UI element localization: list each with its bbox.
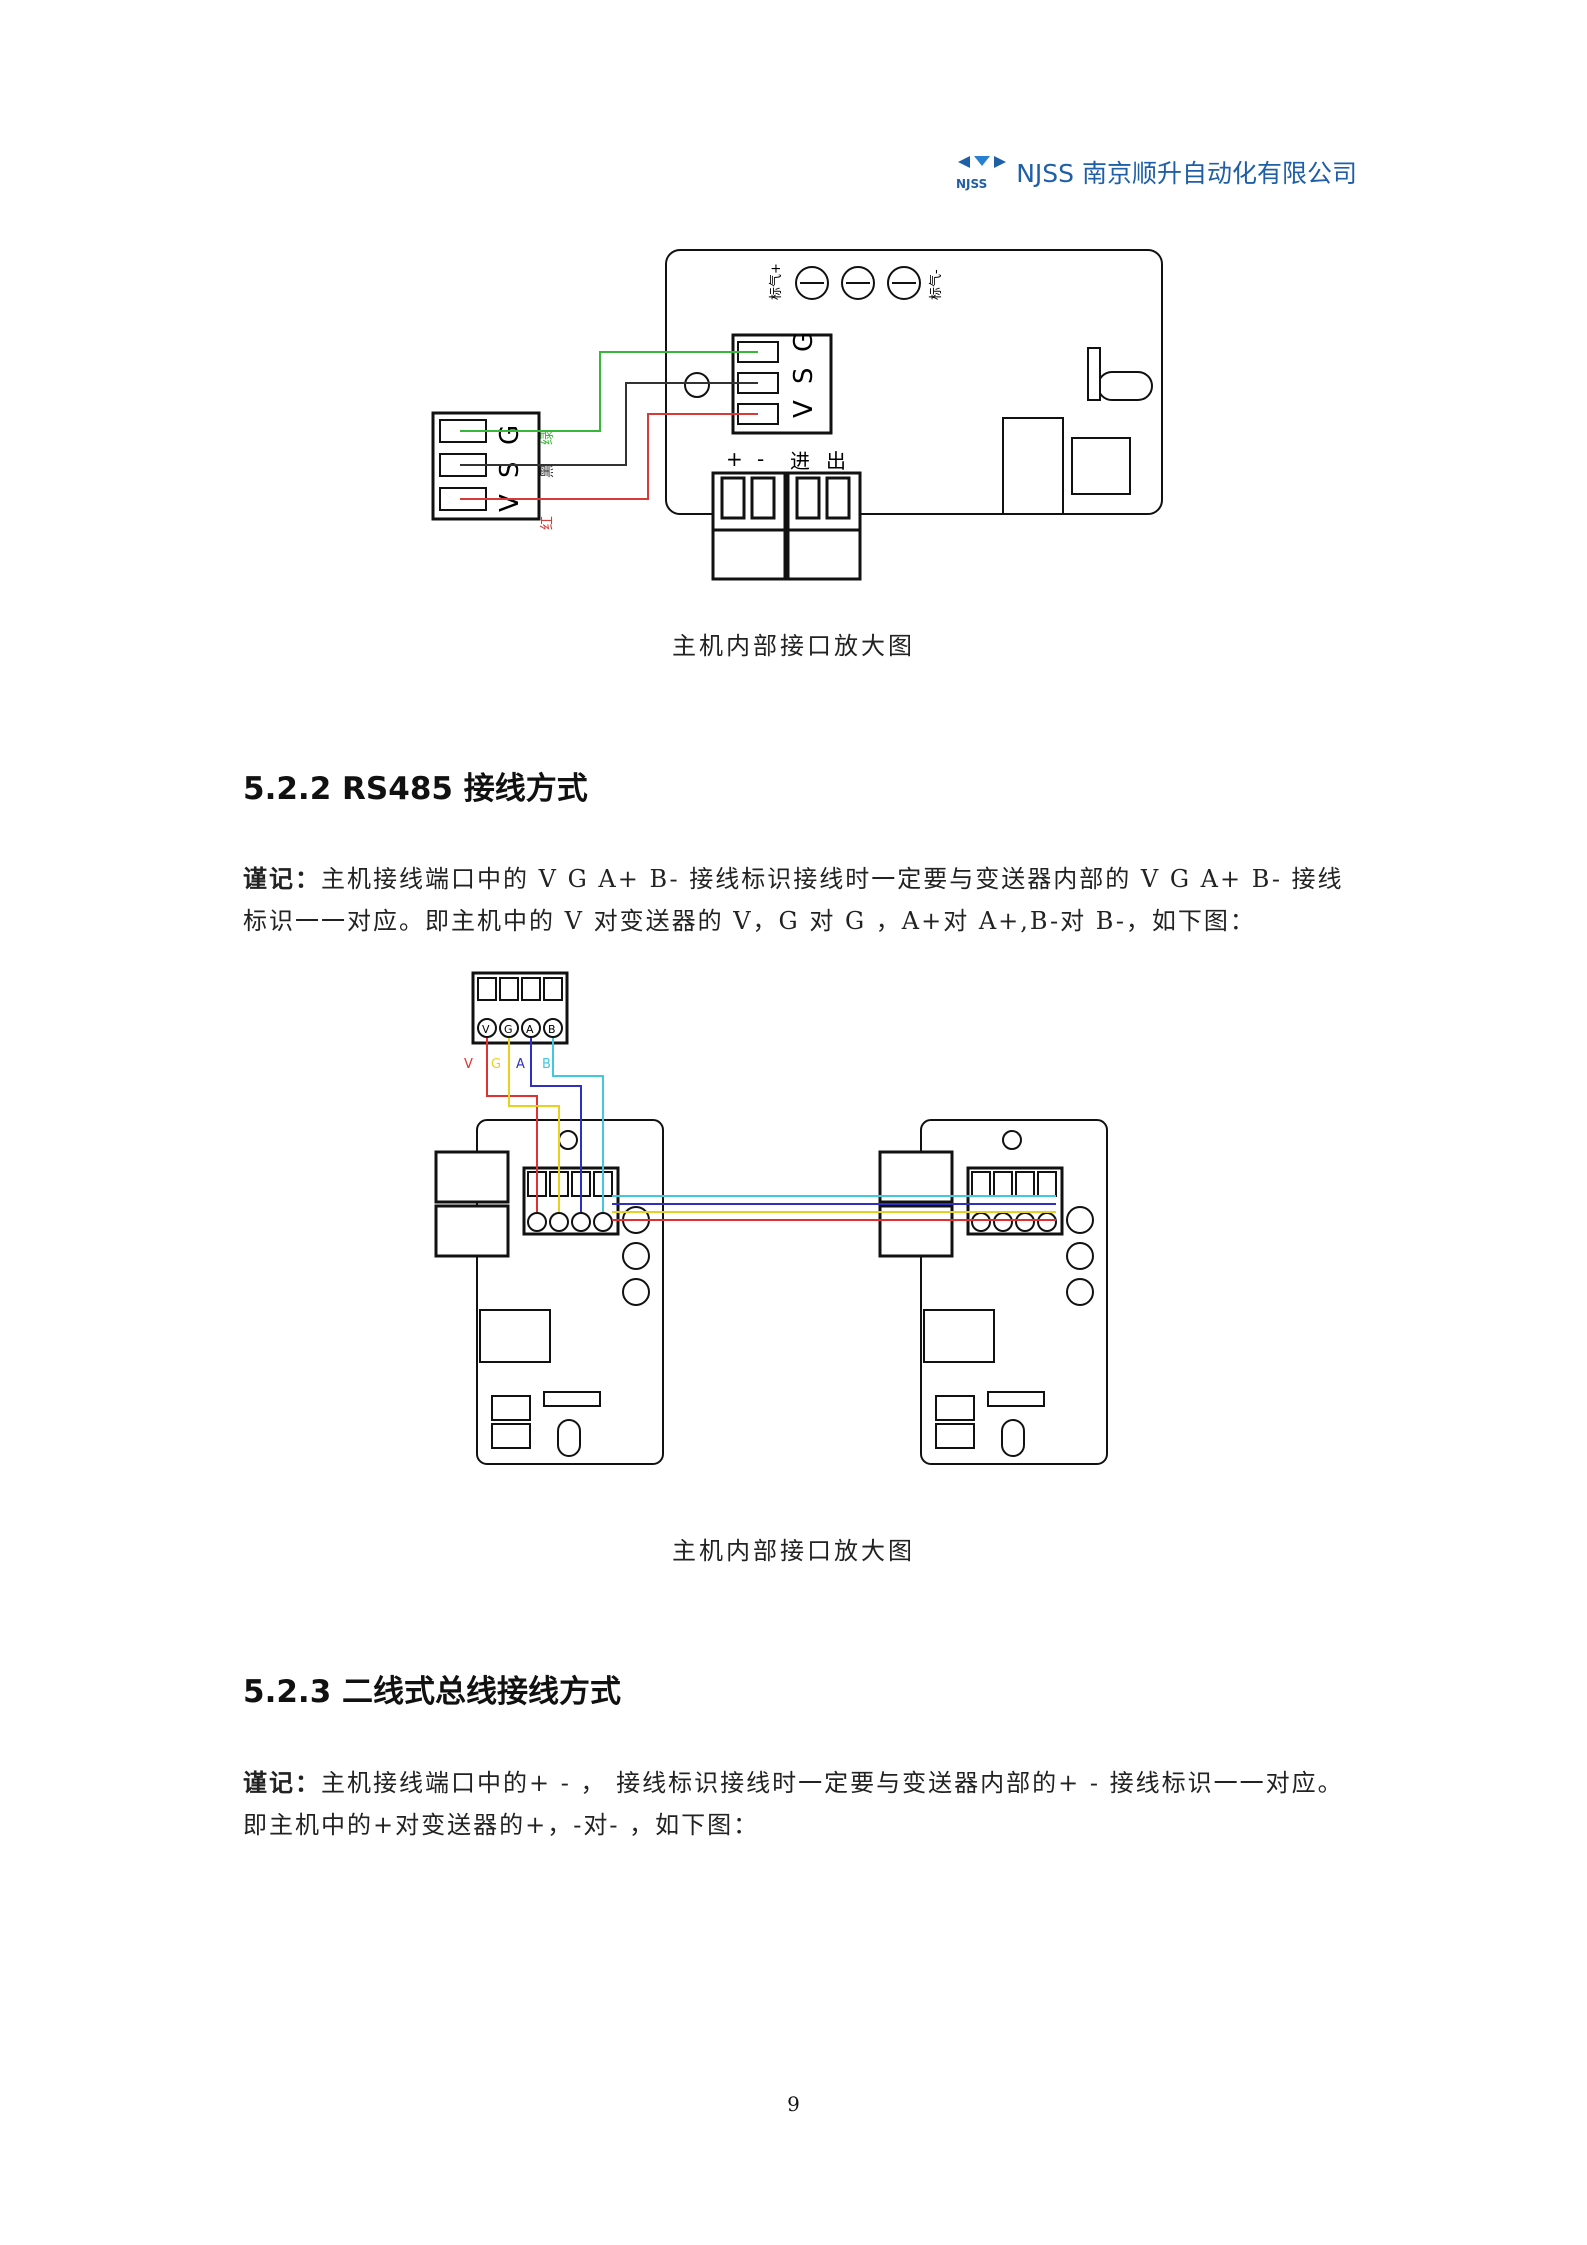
- svg-text:绿: 绿: [540, 431, 556, 445]
- svg-text:G: G: [491, 1057, 501, 1072]
- note-text: 主机接线端口中的 V G A+ B- 接线标识接线时一定要与变送器内部的 V G…: [243, 865, 1344, 935]
- svg-text:V: V: [789, 400, 819, 418]
- page-header: NJSS NJSS 南京顺升自动化有限公司: [954, 152, 1357, 192]
- svg-text:G: G: [504, 1023, 513, 1036]
- svg-text:S: S: [789, 367, 819, 384]
- svg-text:+: +: [726, 447, 743, 471]
- figure-1-caption: 主机内部接口放大图: [672, 632, 915, 660]
- svg-text:B: B: [548, 1023, 556, 1036]
- svg-text:出: 出: [826, 449, 846, 473]
- svg-text:标气-: 标气-: [928, 269, 944, 300]
- figure-2-caption: 主机内部接口放大图: [672, 1537, 915, 1565]
- svg-text:标气+: 标气+: [768, 263, 784, 300]
- svg-text:黑: 黑: [540, 464, 556, 478]
- svg-text:进: 进: [790, 449, 810, 473]
- svg-text:V: V: [464, 1057, 473, 1072]
- company-name: NJSS 南京顺升自动化有限公司: [1016, 159, 1357, 188]
- svg-text:G: G: [789, 332, 819, 352]
- section-5-2-3-note: 谨记：主机接线端口中的+ - ， 接线标识接线时一定要与变送器内部的+ - 接线…: [243, 1762, 1353, 1846]
- svg-text:NJSS: NJSS: [956, 177, 987, 191]
- page-number: 9: [787, 2092, 800, 2116]
- note-label: 谨记：: [243, 1768, 321, 1797]
- svg-text:-: -: [757, 447, 764, 471]
- svg-text:G: G: [495, 425, 525, 445]
- svg-text:V: V: [482, 1023, 490, 1036]
- svg-text:A: A: [516, 1057, 525, 1072]
- figure-1-host-interface: 标气+ 标气- G S V + - 进 出 G S V 绿 黑 红: [431, 249, 1163, 581]
- svg-text:红: 红: [540, 516, 556, 530]
- note-label: 谨记：: [243, 864, 321, 893]
- section-5-2-2-note: 谨记：主机接线端口中的 V G A+ B- 接线标识接线时一定要与变送器内部的 …: [243, 858, 1353, 942]
- njss-logo-icon: NJSS: [956, 156, 1007, 191]
- svg-text:A: A: [526, 1023, 534, 1036]
- section-5-2-3-heading: 5.2.3 二线式总线接线方式: [243, 1674, 622, 1710]
- figure-2-rs485-wiring: V G A B V G A B: [434, 971, 1108, 1465]
- svg-text:B: B: [542, 1057, 551, 1072]
- section-5-2-2-heading: 5.2.2 RS485 接线方式: [243, 771, 588, 807]
- note-text: 主机接线端口中的+ - ， 接线标识接线时一定要与变送器内部的+ - 接线标识一…: [243, 1769, 1344, 1839]
